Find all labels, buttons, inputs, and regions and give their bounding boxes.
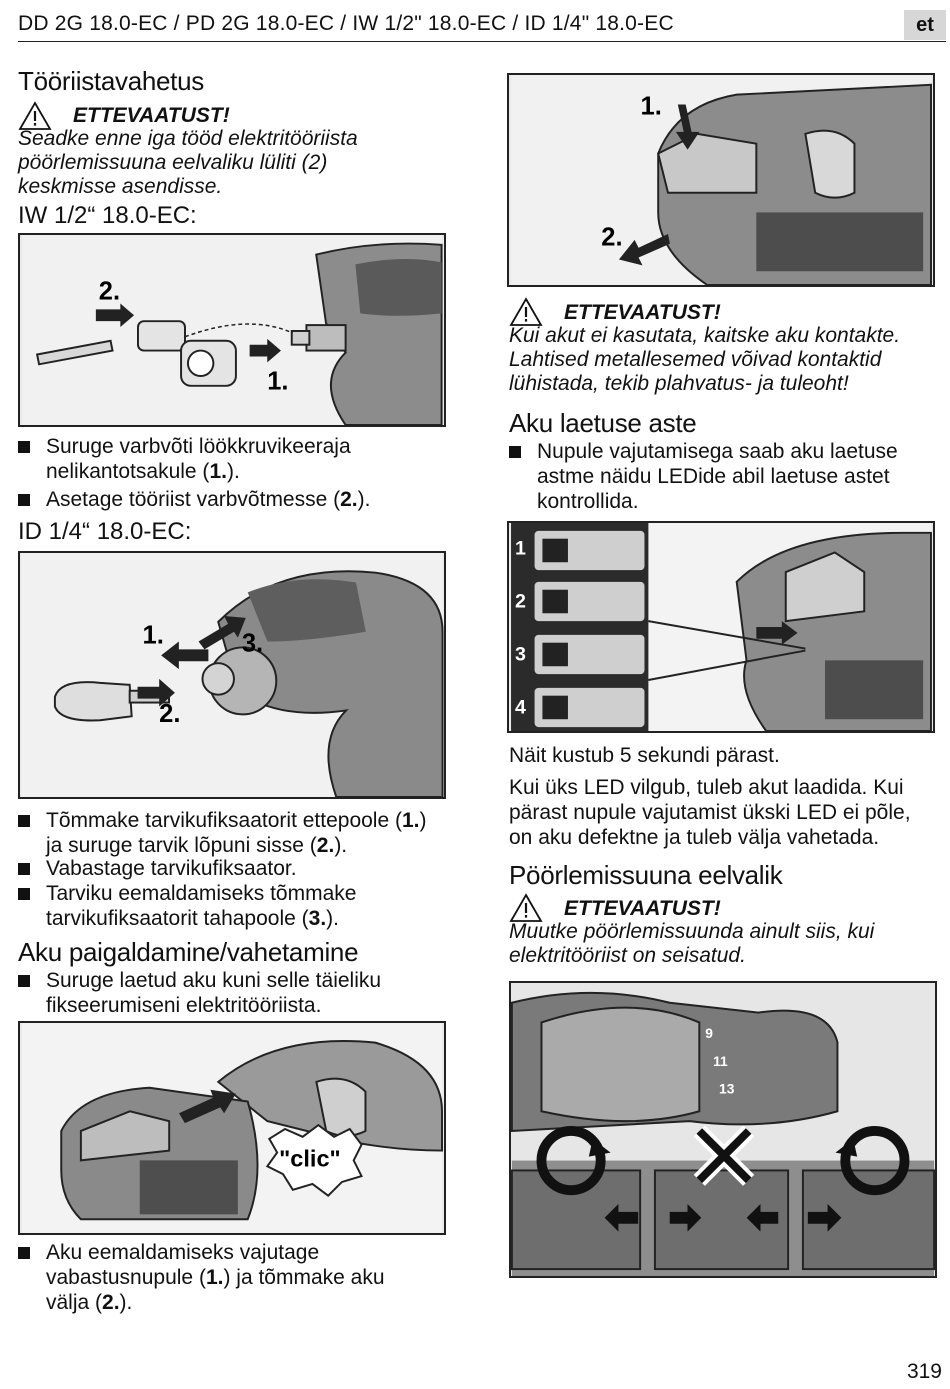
charge-level-row-3: 3	[515, 634, 645, 675]
warning-title: ETTEVAATUST!	[564, 897, 721, 920]
warning-icon	[18, 101, 52, 130]
figure-battery-remove: 1. 2.	[507, 73, 935, 287]
warning-text: Muutke pöörlemissuunda ainult siis, kui …	[509, 920, 875, 967]
section-title-tool-change: Tööriistavahetus	[18, 66, 204, 96]
fig3-label-clic: "clic"	[279, 1145, 341, 1171]
paragraph: Kui üks LED vilgub, tuleb akut laadida. …	[509, 776, 911, 849]
language-badge: et	[904, 10, 946, 40]
figure-iw-socket: 2. 1.	[18, 233, 446, 427]
warning-title: ETTEVAATUST!	[73, 104, 230, 127]
warning-title: ETTEVAATUST!	[564, 301, 721, 324]
chuck-number: 11	[713, 1053, 728, 1069]
fig2-label-1: 1.	[142, 622, 163, 650]
warning-icon	[509, 893, 543, 922]
battery-title: Aku paigaldamine/vahetamine	[18, 937, 359, 967]
fig2-label-3: 3.	[242, 629, 263, 657]
charge-level-row-4: 4	[515, 687, 645, 728]
chuck-number: 13	[719, 1080, 735, 1096]
list-item: Asetage tööriist varbvõtmesse (2.).	[18, 487, 448, 512]
list-item: Vabastage tarvikufiksaator.	[18, 856, 458, 881]
figure-direction-switch: 9 11 13	[509, 981, 937, 1278]
fig2-label-2: 2.	[159, 700, 180, 728]
charge-level-row-2: 2	[515, 581, 645, 622]
fig1-label-1: 1.	[267, 368, 288, 396]
figure-battery-insert: "clic"	[18, 1021, 446, 1235]
paragraph: Näit kustub 5 sekundi pärast.	[509, 744, 780, 767]
charge-title: Aku laetuse aste	[509, 408, 697, 438]
direction-title: Pöörlemissuuna eelvalik	[509, 860, 783, 890]
svg-text:4: 4	[515, 696, 526, 718]
page-number: 319	[906, 1360, 942, 1383]
iw-title: IW 1/2“ 18.0-EC:	[18, 202, 197, 229]
id-title: ID 1/4“ 18.0-EC:	[18, 518, 192, 545]
warning-icon	[509, 297, 543, 326]
svg-text:1: 1	[515, 537, 526, 559]
page-header: DD 2G 18.0-EC / PD 2G 18.0-EC / IW 1/2" …	[18, 10, 946, 42]
figure-id-bit: 1. 3. 2.	[18, 551, 446, 799]
header-title: DD 2G 18.0-EC / PD 2G 18.0-EC / IW 1/2" …	[18, 12, 674, 35]
svg-text:2: 2	[515, 590, 526, 612]
fig4-label-2: 2.	[601, 224, 622, 252]
svg-text:3: 3	[515, 643, 526, 665]
chuck-number: 9	[705, 1025, 713, 1041]
fig4-label-1: 1.	[641, 92, 662, 120]
fig1-label-2: 2.	[99, 278, 120, 306]
charge-level-row-1: 1	[515, 530, 645, 571]
list-item: Tõmmake tarvikufiksaatorit ettepoole (1.…	[18, 808, 458, 858]
warning-text: Kui akut ei kasutata, kaitske aku kontak…	[509, 324, 901, 395]
figure-charge-level: 1 2 3 4	[507, 521, 935, 733]
warning-text: Seadke enne iga tööd elektritööriista pö…	[18, 127, 358, 198]
